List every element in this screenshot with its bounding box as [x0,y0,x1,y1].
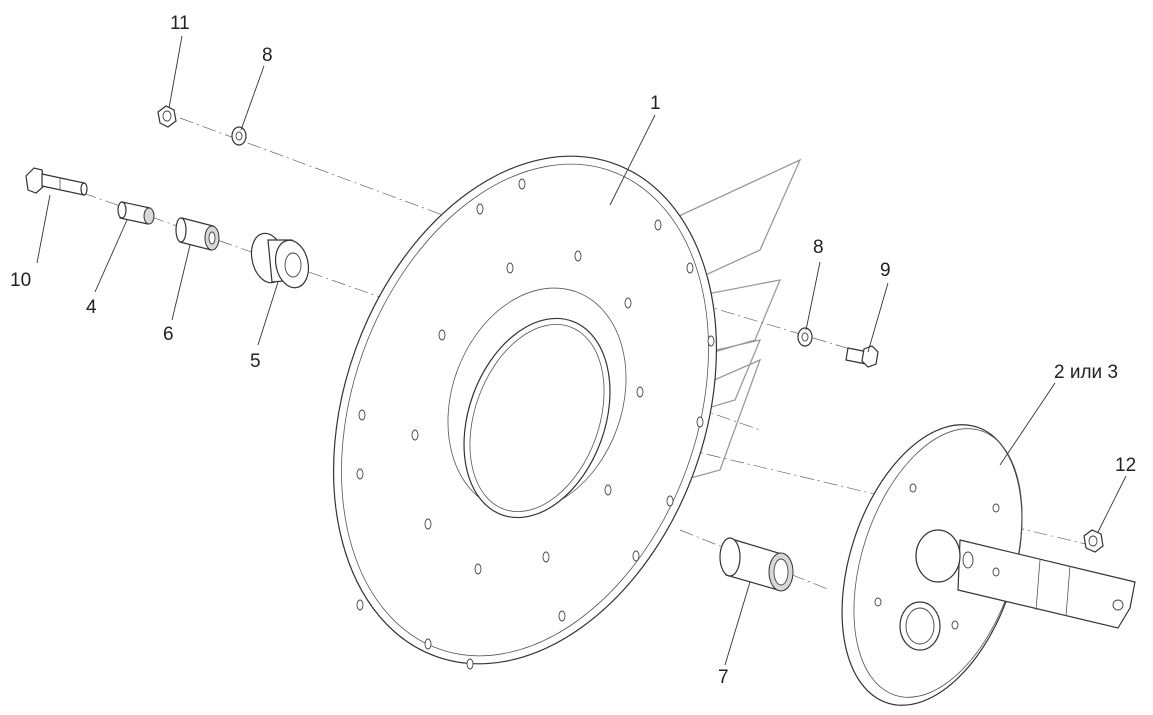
label-11: 11 [170,13,190,34]
label-4: 4 [86,297,97,318]
disc-bolt-holes [356,178,715,670]
part-5-roller [250,232,310,289]
label-1: 1 [650,93,661,114]
part-12-nut [1083,529,1104,553]
label-6: 6 [163,324,174,345]
label-7: 7 [718,667,729,688]
part-7-tube [719,537,794,592]
part-10-bolt [25,167,88,196]
part-2-or-3-plate [841,424,1136,706]
part-11-nut [157,105,177,128]
label-10: 10 [10,270,31,291]
part-labels: 11 8 1 10 4 6 5 8 9 2 или 3 12 7 [10,13,1136,688]
part-6-bushing [175,217,220,251]
plate-bolt-holes [874,483,1000,630]
label-12: 12 [1115,455,1136,476]
label-8-right: 8 [813,237,824,258]
part-9-bolt [845,345,879,368]
part-4-sleeve [117,201,155,225]
part-8-washer-upper [231,126,247,146]
label-2-or-3: 2 или 3 [1054,362,1118,383]
part-1-disc [332,155,718,670]
label-8-upper: 8 [262,45,273,66]
part-8-washer-right [797,327,813,347]
label-9: 9 [880,260,891,281]
label-5: 5 [250,351,261,372]
leader-lines [36,35,1127,666]
